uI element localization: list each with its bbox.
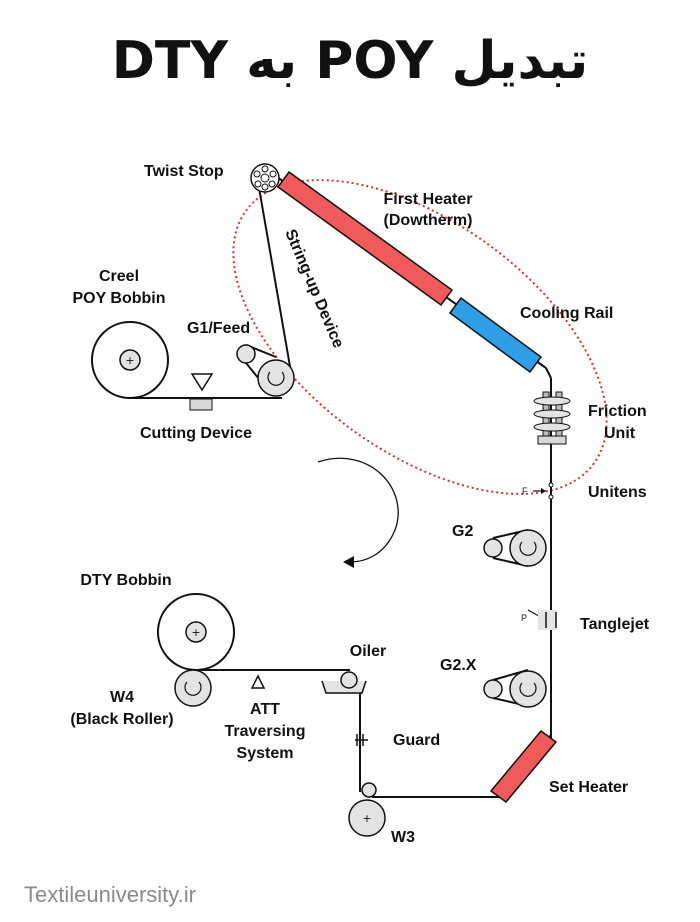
g2-rotation-icon (519, 541, 537, 556)
g2x-roller (509, 670, 547, 708)
dty-bobbin-hub (185, 621, 207, 643)
label-att-system: System (237, 745, 294, 762)
label-g2: G2 (452, 523, 473, 540)
att-traversing-icon (250, 674, 266, 689)
watermark-text: Textileuniversity.ir (24, 882, 196, 907)
label-tanglejet: Tanglejet (580, 616, 650, 633)
g2-roller (509, 529, 547, 567)
label-oiler: Oiler (350, 643, 386, 660)
oiler-icon (321, 671, 367, 694)
g1-small-roller (236, 344, 256, 364)
svg-text:+: + (362, 812, 371, 825)
w3-roller (348, 799, 386, 837)
rotation-arrow (317, 457, 399, 563)
g2x-rotation-icon (519, 682, 537, 697)
cutting-device-base (189, 398, 213, 411)
first-heater-bar (276, 170, 454, 307)
label-creel: Creel (99, 268, 139, 285)
rotation-arrow-head (343, 556, 354, 568)
label-twist-stop: Twist Stop (144, 163, 224, 180)
label-w4-black-roller: (Black Roller) (70, 711, 173, 728)
label-w4: W4 (110, 689, 134, 706)
g2-small-roller (483, 538, 503, 558)
g1-roller (257, 359, 295, 397)
label-att-traversing: Traversing (225, 723, 306, 740)
set-heater-bar (489, 729, 558, 804)
g1-rotation-icon (267, 371, 285, 386)
creel-hub (119, 349, 141, 371)
friction-unit-icon (533, 391, 571, 445)
w4-roller (174, 669, 212, 707)
yarn-path-stringup (257, 181, 293, 379)
creel-hub-mark: + (125, 354, 134, 367)
label-w3: W3 (391, 829, 415, 846)
label-tanglejet-p: P (521, 613, 527, 623)
guard-icon (355, 734, 368, 746)
label-guard: Guard (393, 732, 440, 749)
label-poy-bobbin: POY Bobbin (72, 290, 165, 307)
label-g1-feed: G1/Feed (187, 320, 250, 337)
unitens-icon (533, 482, 554, 500)
g2x-small-roller (483, 679, 503, 699)
label-friction: Friction (588, 403, 647, 420)
label-unitens-f: F (522, 486, 528, 496)
label-cutting-device: Cutting Device (140, 425, 252, 442)
cooling-rail-bar (448, 296, 543, 374)
w3-small-roller (361, 782, 377, 798)
w4-rotation-icon (184, 681, 202, 696)
label-att: ATT (250, 701, 280, 718)
label-set-heater: Set Heater (549, 779, 628, 796)
label-friction-unit: Unit (604, 425, 636, 442)
label-cooling-rail: Cooling Rail (520, 305, 613, 322)
tanglejet-icon (527, 609, 557, 630)
yarn-path-corner (545, 367, 552, 379)
cutting-device-icon (190, 373, 214, 392)
label-dty-bobbin: DTY Bobbin (80, 572, 171, 589)
label-string-up-device: String-up Device (281, 227, 346, 351)
svg-text:+: + (191, 626, 200, 639)
highlight-ellipse (232, 179, 608, 495)
label-unitens: Unitens (588, 484, 647, 501)
label-first-heater-type: (Dowtherm) (384, 212, 473, 229)
page-title: تبدیل POY به DTY (112, 31, 589, 91)
label-first-heater: First Heater (384, 191, 473, 208)
label-g2x: G2.X (440, 657, 477, 674)
